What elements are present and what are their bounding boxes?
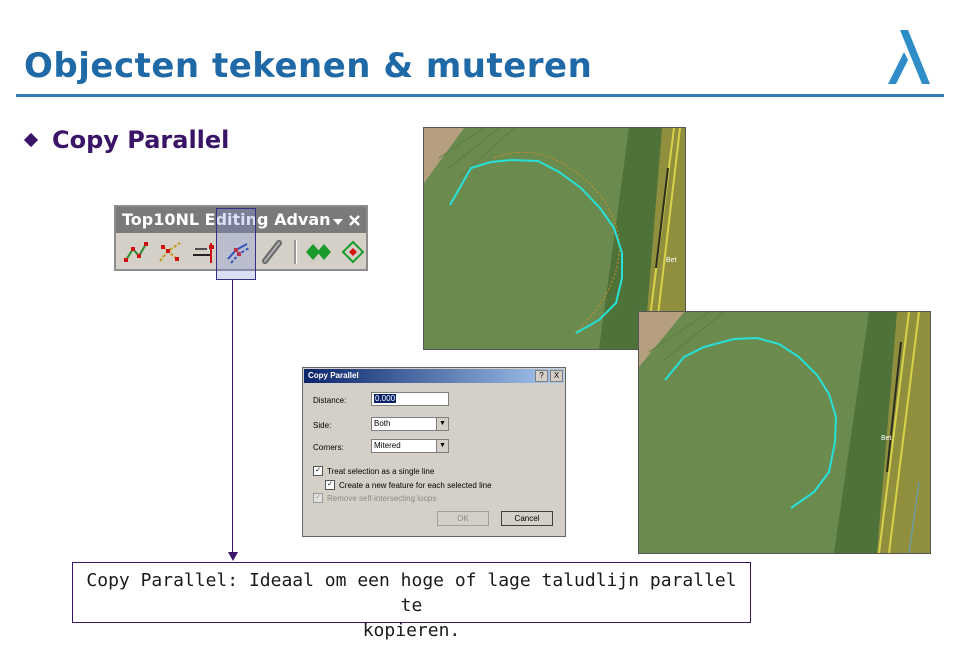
edit-vertices-icon[interactable] [122,238,150,266]
aerial2-label: Bet [881,435,892,442]
corners-value: Mitered [374,441,401,450]
editing-toolbar: Top10NL Editing Advan [114,205,368,271]
corners-label: Corners: [313,443,344,452]
copy-parallel-dialog: Copy Parallel ? X Distance: 0.000 Side: … [302,367,566,537]
dialog-title: Copy Parallel [308,371,359,380]
ok-button[interactable]: OK [437,511,489,526]
caption-line-2: kopieren. [362,620,461,641]
side-select[interactable]: Both ▼ [371,417,449,431]
green-diamonds-icon[interactable] [305,238,333,266]
extend-line-icon[interactable] [190,238,218,266]
side-label: Side: [313,421,332,430]
bullet-diamond-icon [23,132,39,148]
copy-parallel-icon[interactable] [224,238,252,266]
toolbar-title: Top10NL Editing Advan [122,210,331,229]
pointer-arrowhead [228,552,238,561]
bullet-item: Copy Parallel [23,126,230,154]
pencil-icon[interactable] [258,238,286,266]
toolbar-title-bar[interactable]: Top10NL Editing Advan [116,207,366,233]
dialog-title-bar[interactable]: Copy Parallel [304,369,564,383]
pointer-line [232,280,233,554]
single-line-label: Treat selection as a single line [327,466,435,476]
slide-title: Objecten tekenen & muteren [24,46,593,86]
chevron-down-icon[interactable]: ▼ [436,440,448,452]
scatter-vertices-icon[interactable] [156,238,184,266]
dialog-close-button[interactable]: X [550,370,563,382]
close-icon[interactable] [349,211,360,230]
checkmark-icon: ✓ [325,480,335,490]
checkmark-icon: ✓ [313,493,323,503]
corners-select[interactable]: Mitered ▼ [371,439,449,453]
new-feature-label: Create a new feature for each selected l… [339,480,492,490]
remove-loops-checkbox: ✓ Remove self-intersecting loops [313,493,436,503]
title-divider [16,94,944,97]
distance-value: 0.000 [374,394,397,403]
caption-box: Copy Parallel: Ideaal om een hoge of lag… [72,562,751,641]
new-feature-checkbox[interactable]: ✓ Create a new feature for each selected… [325,480,492,490]
distance-input[interactable]: 0.000 [371,392,449,406]
toolbar-separator [294,240,297,264]
side-value: Both [374,419,391,428]
cancel-button[interactable]: Cancel [501,511,553,526]
aerial1-label: Bet [666,257,677,264]
copy-parallel-highlight [216,208,256,280]
caption-line-1: Copy Parallel: Ideaal om een hoge of lag… [86,570,737,616]
bullet-text: Copy Parallel [52,126,230,154]
distance-label: Distance: [313,396,347,405]
chevron-down-icon[interactable]: ▼ [436,418,448,430]
diamond-outline-icon[interactable] [339,238,367,266]
single-line-checkbox[interactable]: ✓ Treat selection as a single line [313,466,434,476]
dropdown-arrow-icon[interactable] [333,211,343,230]
remove-loops-label: Remove self-intersecting loops [327,493,437,503]
help-button[interactable]: ? [535,370,548,382]
checkmark-icon: ✓ [313,466,323,476]
lambda-logo-icon [886,28,932,90]
aerial-image-after: Bet [638,311,931,554]
